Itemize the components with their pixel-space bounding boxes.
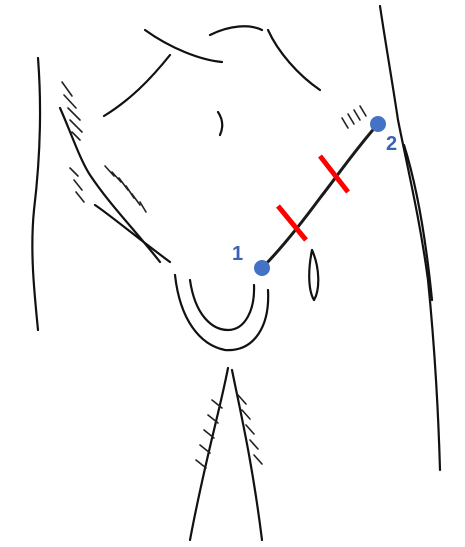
groin-hatching: [105, 166, 146, 212]
left-thigh-line: [95, 205, 170, 262]
cord-mark: [309, 250, 318, 300]
thigh-hatching: [196, 395, 262, 468]
left-body-contour: [32, 58, 40, 330]
navel-mark: [218, 112, 222, 135]
right-body-contour: [380, 6, 440, 470]
right-upper-hatching: [342, 106, 366, 128]
left-shoulder-curve: [104, 55, 170, 116]
incision-line: [262, 124, 378, 268]
right-leg-contour: [232, 370, 262, 540]
point-2-marker: [370, 116, 386, 132]
left-leg-contour: [190, 368, 228, 540]
upper-center-curve: [210, 26, 262, 35]
scrotum-inner: [190, 280, 254, 330]
point-1-label: 1: [232, 243, 243, 265]
cut-mark-upper: [320, 156, 348, 192]
left-hip-contour: [60, 108, 160, 262]
right-upper-fold: [268, 30, 320, 90]
point-2-label: 2: [386, 133, 397, 155]
point-1-marker: [254, 260, 270, 276]
